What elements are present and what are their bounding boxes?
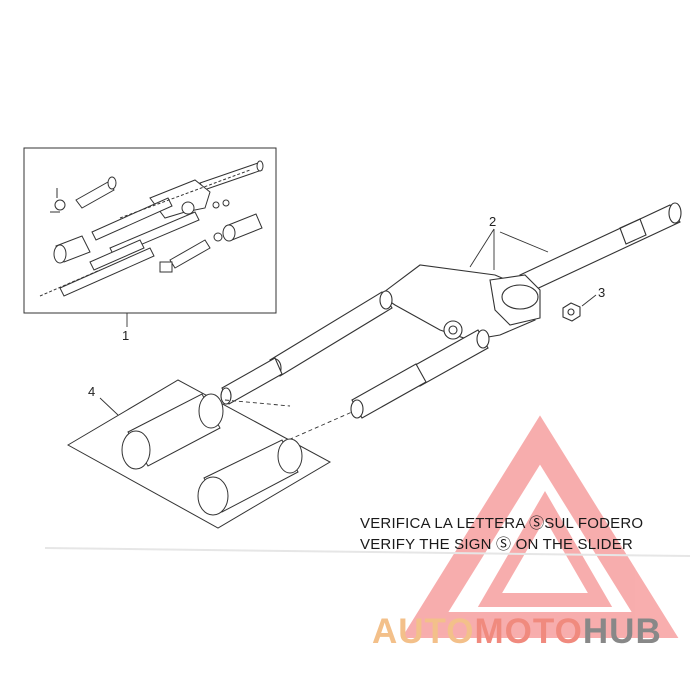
watermark-wordmark: AUTOMOTOHUB [372,612,662,652]
watermark-part-auto: AUTO [372,612,475,651]
callout-4: 4 [88,384,96,399]
sign-glyph-it: Ⓢ [529,515,545,532]
watermark-logo [401,415,679,638]
callout-3: 3 [598,285,606,300]
note-italian: VERIFICA LA LETTERA ⓈSUL FODERO [360,512,643,533]
note-english-text-a: VERIFY THE SIGN [360,536,497,553]
note-english: VERIFY THE SIGN Ⓢ ON THE SLIDER [360,533,633,554]
baseline-rule [44,547,691,557]
inset-fork-drawing [39,160,264,297]
note-italian-text-b: SUL FODERO [544,515,644,532]
item-4-boots [66,379,332,529]
sign-glyph-en: Ⓢ [496,536,512,553]
note-english-text-b: ON THE SLIDER [511,536,633,553]
note-italian-text-a: VERIFICA LA LETTERA [360,515,530,532]
main-fork-drawing [220,202,682,419]
watermark-part-moto: MOTO [474,612,583,651]
watermark-part-hub: HUB [582,612,662,651]
callout-2: 2 [489,214,497,229]
inset-frame-item-1 [23,147,277,314]
callout-1: 1 [122,328,130,343]
